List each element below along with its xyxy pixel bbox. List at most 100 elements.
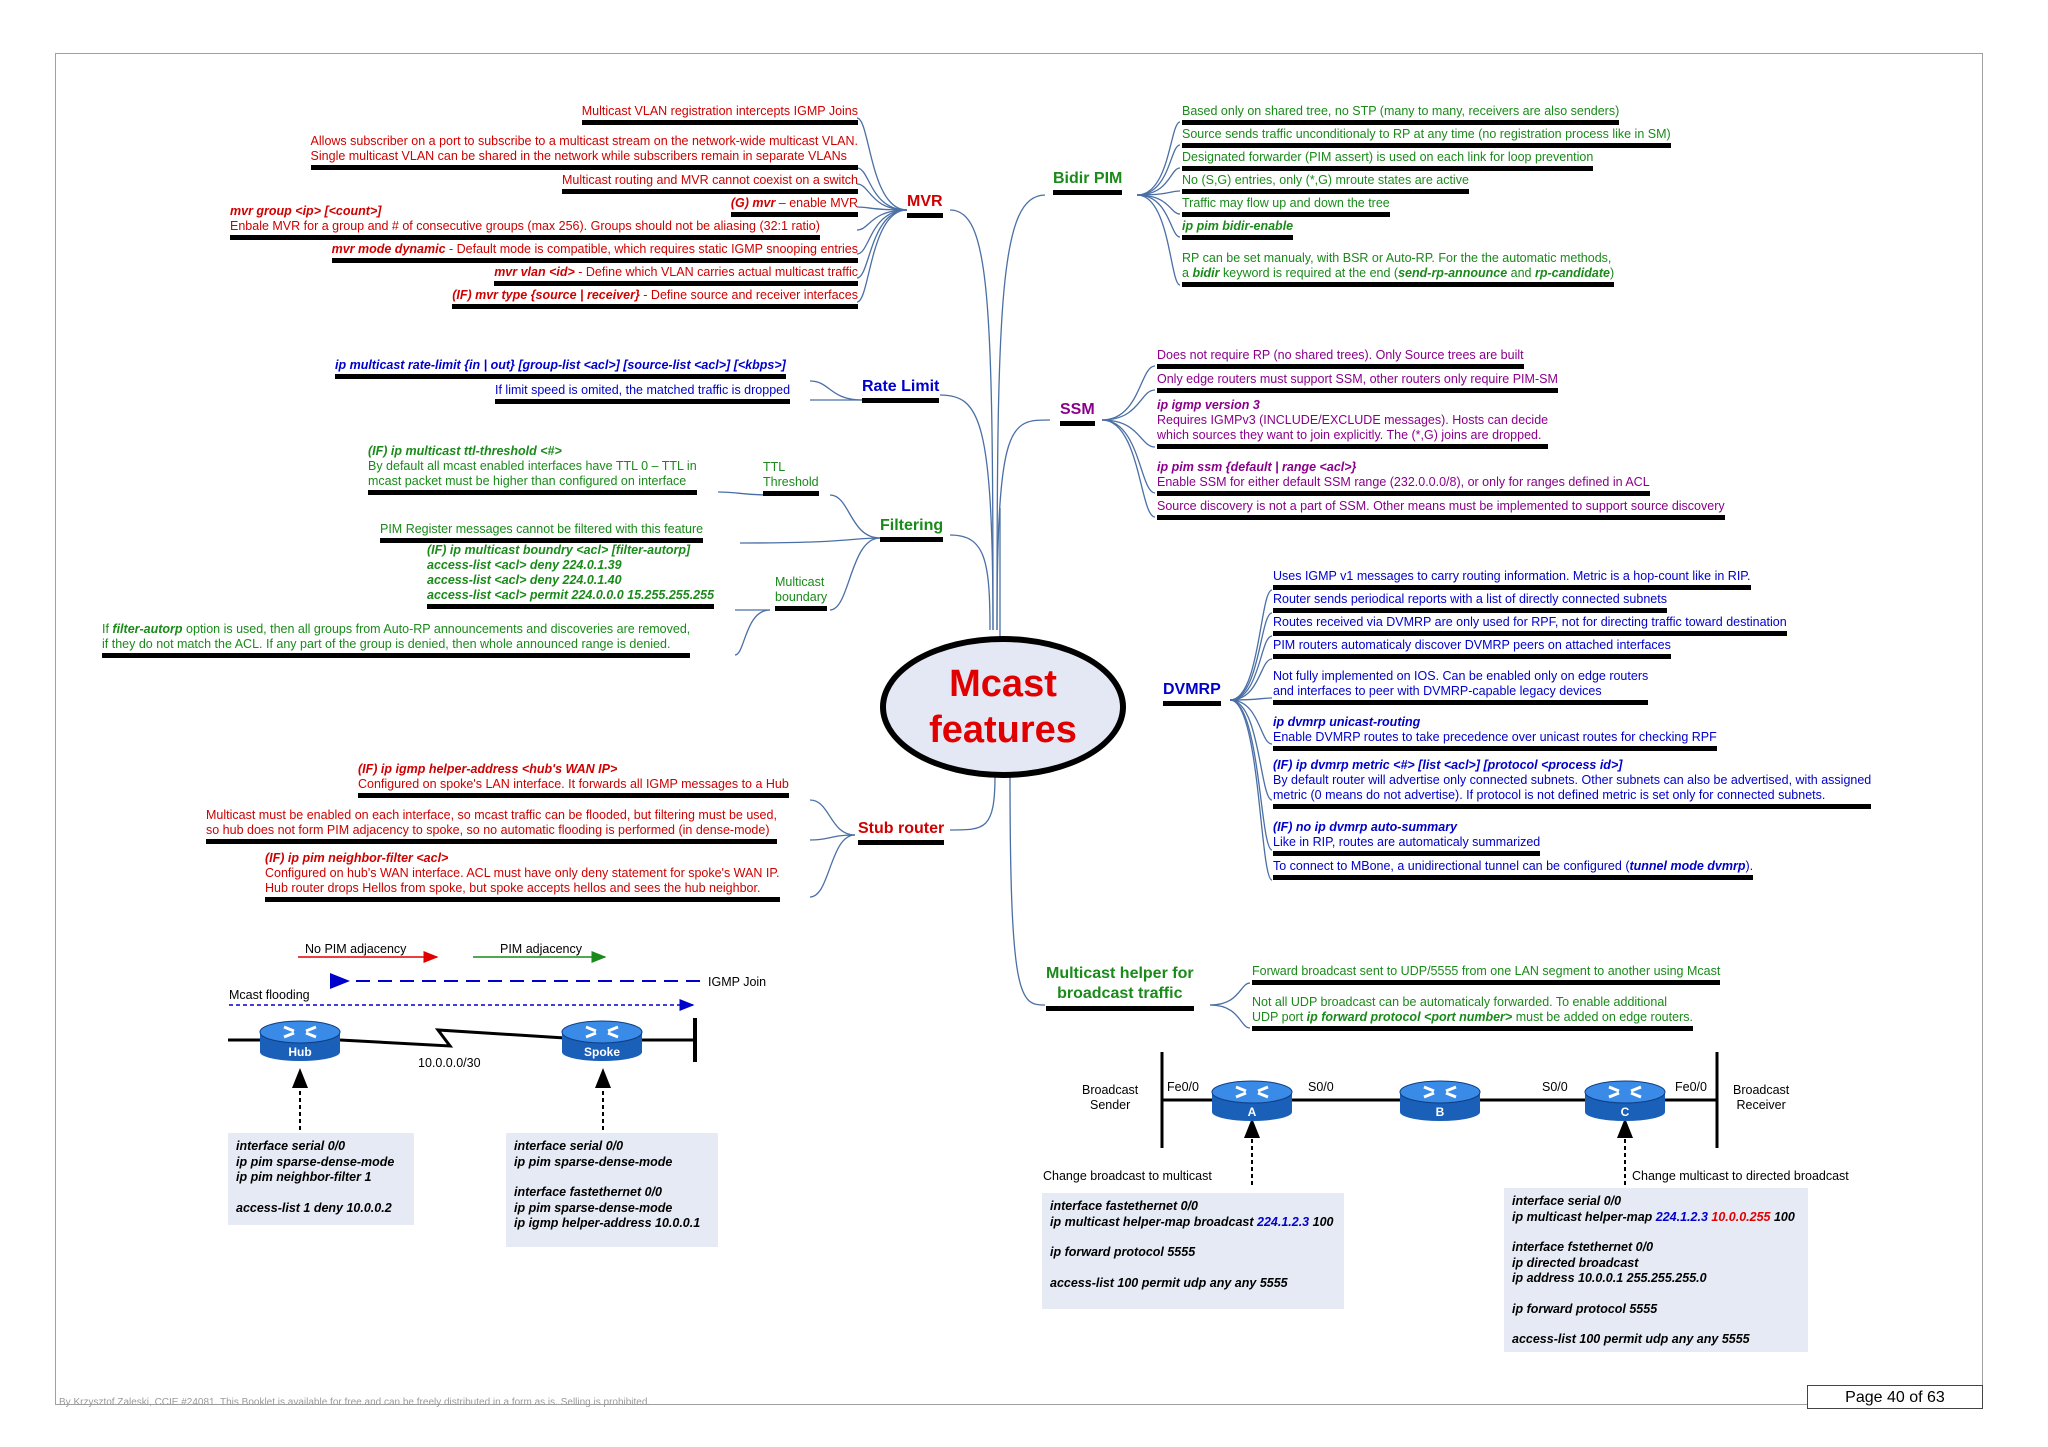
bidir-note-3: Designated forwarder (PIM assert) is use…: [1182, 150, 1594, 171]
spoke-cfg-line: ip pim sparse-dense-mode: [514, 1200, 673, 1215]
spoke-cfg-line: interface fastethernet 0/0: [514, 1185, 662, 1199]
mvr-note-4: (G) mvr – enable MVR: [730, 196, 858, 217]
mvr-cmd-4: (G) mvr: [730, 196, 776, 210]
dvmrp-cmd-7: (IF) ip dvmrp metric <#> [list <acl>] [p…: [1273, 758, 1623, 772]
dvmrp-5a: Not fully implemented on IOS. Can be ena…: [1273, 669, 1649, 683]
breceiver-1: Broadcast: [1733, 1083, 1790, 1097]
c-cfg-line: ip address 10.0.0.1 255.255.255.0: [1512, 1271, 1707, 1285]
mb-label-2: boundary: [775, 590, 828, 604]
topic-rate-limit: Rate Limit: [862, 378, 940, 403]
dvmrp-7b: metric (0 means do not advertise). If pr…: [1273, 788, 1826, 802]
dvmrp-note-9: To connect to MBone, a unidirectional tu…: [1273, 859, 1754, 880]
router-c-config: interface serial 0/0 ip multicast helper…: [1504, 1188, 1808, 1352]
spoke-cfg-line: ip pim sparse-dense-mode: [514, 1154, 673, 1169]
boundary-cmd-3: access-list <acl> deny 224.0.1.40: [427, 573, 622, 587]
ssm-cmd-3: ip igmp version 3: [1157, 398, 1260, 412]
c-cfg-line: interface fstethernet 0/0: [1512, 1240, 1654, 1254]
ssm-txt-3b: which sources they want to join explicit…: [1157, 428, 1542, 442]
bidir-7b7: ): [1609, 266, 1615, 280]
mvr-note-3: Multicast routing and MVR cannot coexist…: [562, 173, 858, 194]
ssm-note-2: Only edge routers must support SSM, othe…: [1157, 372, 1558, 393]
boundary-cmds: (IF) ip multicast boundry <acl> [filter-…: [427, 543, 715, 609]
bidir-note-5: Traffic may flow up and down the tree: [1182, 196, 1390, 217]
mb-label-1: Multicast: [775, 575, 825, 589]
mvr-txt-6: - Default mode is compatible, which requ…: [445, 242, 858, 256]
rate-note: If limit speed is omited, the matched tr…: [495, 383, 791, 404]
stub-txt-2b: so hub does not form PIM adjacency to sp…: [206, 823, 770, 837]
autorp-c: option is used, then all groups from Aut…: [182, 622, 691, 636]
spoke-cfg-line: ip igmp helper-address 10.0.0.1: [514, 1216, 701, 1230]
c-cfg-line: access-list 100 permit udp any any 5555: [1512, 1332, 1750, 1346]
dvmrp-9c: ).: [1745, 859, 1754, 873]
bidir-7b6: rp-candidate: [1534, 266, 1610, 280]
topic-ssm: SSM: [1060, 401, 1095, 426]
mvr-note-6: mvr mode dynamic - Default mode is compa…: [331, 242, 858, 263]
iface-fe-c: Fe0/0: [1675, 1080, 1707, 1094]
ttl-text-1: By default all mcast enabled interfaces …: [368, 459, 697, 473]
boundary-cmd-4: access-list <acl> permit 224.0.0.0 15.25…: [427, 588, 715, 602]
helper-note-2: Not all UDP broadcast can be automatical…: [1252, 995, 1693, 1031]
broadcast-sender-label: Broadcast Sender: [1082, 1083, 1138, 1113]
central-topic: Mcast features: [880, 636, 1126, 778]
bsender-2: Sender: [1089, 1098, 1131, 1112]
router-spoke: Spoke: [560, 1018, 644, 1062]
stub-note-2: Multicast must be enabled on each interf…: [206, 808, 777, 844]
c-cfg-2d: 100: [1770, 1209, 1795, 1224]
c-cfg-2b: 224.1.2.3: [1655, 1209, 1708, 1224]
mvr-txt-5: Enbale MVR for a group and # of consecut…: [230, 219, 820, 233]
bsender-1: Broadcast: [1082, 1083, 1139, 1097]
a-cfg-2b: 224.1.2.3: [1257, 1214, 1310, 1229]
mvr-note-1: Multicast VLAN registration intercepts I…: [581, 104, 858, 125]
stub-txt-1: Configured on spoke's LAN interface. It …: [358, 777, 789, 791]
dvmrp-note-7: (IF) ip dvmrp metric <#> [list <acl>] [p…: [1273, 758, 1872, 809]
c-cfg-line: ip directed broadcast: [1512, 1255, 1639, 1270]
bidir-7b5: and: [1507, 266, 1535, 280]
router-spoke-label: Spoke: [583, 1045, 620, 1059]
bidir-7b1: a: [1182, 266, 1193, 280]
breceiver-2: Receiver: [1736, 1098, 1786, 1112]
mcast-flooding-label: Mcast flooding: [229, 988, 310, 1002]
ssm-txt-3a: Requires IGMPv3 (INCLUDE/EXCLUDE message…: [1157, 413, 1549, 427]
a-cfg-spacer: [1050, 1230, 1336, 1245]
pim-adjacency-label: PIM adjacency: [500, 942, 582, 956]
stub-cmd-3: (IF) ip pim neighbor-filter <acl>: [265, 851, 449, 865]
router-a: A: [1210, 1078, 1294, 1122]
mvr-note-7: mvr vlan <id> - Define which VLAN carrie…: [494, 265, 858, 286]
helper-title-2: broadcast traffic: [1057, 985, 1183, 1002]
igmp-join-label: IGMP Join: [708, 975, 767, 989]
topic-multicast-helper: Multicast helper for broadcast traffic: [1046, 964, 1194, 1011]
router-icon: [1399, 1080, 1481, 1121]
spoke-cfg-line: interface serial 0/0: [514, 1139, 624, 1153]
dvmrp-note-4: PIM routers automaticaly discover DVMRP …: [1273, 638, 1671, 659]
router-hub-label: Hub: [288, 1045, 312, 1059]
a-cfg-2a: ip multicast helper-map broadcast: [1050, 1214, 1257, 1229]
central-topic-line2: features: [929, 709, 1077, 751]
ssm-txt-4: Enable SSM for either default SSM range …: [1157, 475, 1650, 489]
autorp-note: If filter-autorp option is used, then al…: [102, 622, 691, 658]
mvr-cmd-8: (IF) mvr type {source | receiver}: [452, 288, 640, 302]
stub-txt-3a: Configured on hub's WAN interface. ACL m…: [265, 866, 780, 880]
central-topic-line1: Mcast: [949, 663, 1057, 705]
router-a-label: A: [1247, 1105, 1257, 1119]
dvmrp-note-8: (IF) no ip dvmrp auto-summary Like in RI…: [1273, 820, 1541, 856]
dvmrp-note-5: Not fully implemented on IOS. Can be ena…: [1273, 669, 1649, 705]
ssm-note-3: ip igmp version 3 Requires IGMPv3 (INCLU…: [1157, 398, 1549, 449]
mvr-note-2b: Single multicast VLAN can be shared in t…: [310, 149, 847, 163]
helper-2b2: ip forward protocol <port number>: [1306, 1010, 1513, 1024]
router-icon: [1584, 1080, 1666, 1121]
dvmrp-7a: By default router will advertise only co…: [1273, 773, 1872, 787]
broadcast-receiver-label: Broadcast Receiver: [1733, 1083, 1789, 1113]
hub-config: interface serial 0/0 ip pim sparse-dense…: [228, 1133, 414, 1225]
ssm-note-4: ip pim ssm {default | range <acl>} Enabl…: [1157, 460, 1650, 496]
stub-txt-2a: Multicast must be enabled on each interf…: [206, 808, 777, 822]
bidir-note-4: No (S,G) entries, only (*,G) mroute stat…: [1182, 173, 1469, 194]
dvmrp-txt-8: Like in RIP, routes are automaticaly sum…: [1273, 835, 1541, 849]
boundary-cmd-1: (IF) ip multicast boundry <acl> [filter-…: [427, 543, 691, 557]
bidir-note-1: Based only on shared tree, no STP (many …: [1182, 104, 1620, 125]
bidir-7b4: send-rp-announce: [1398, 266, 1508, 280]
c-cfg-spacer: [1512, 1225, 1800, 1240]
dvmrp-note-1: Uses IGMP v1 messages to carry routing i…: [1273, 569, 1751, 590]
autorp-2: if they do not match the ACL. If any par…: [102, 637, 671, 651]
router-icon: [1211, 1080, 1293, 1121]
bidir-7b3: keyword is required at the end (: [1219, 266, 1399, 280]
